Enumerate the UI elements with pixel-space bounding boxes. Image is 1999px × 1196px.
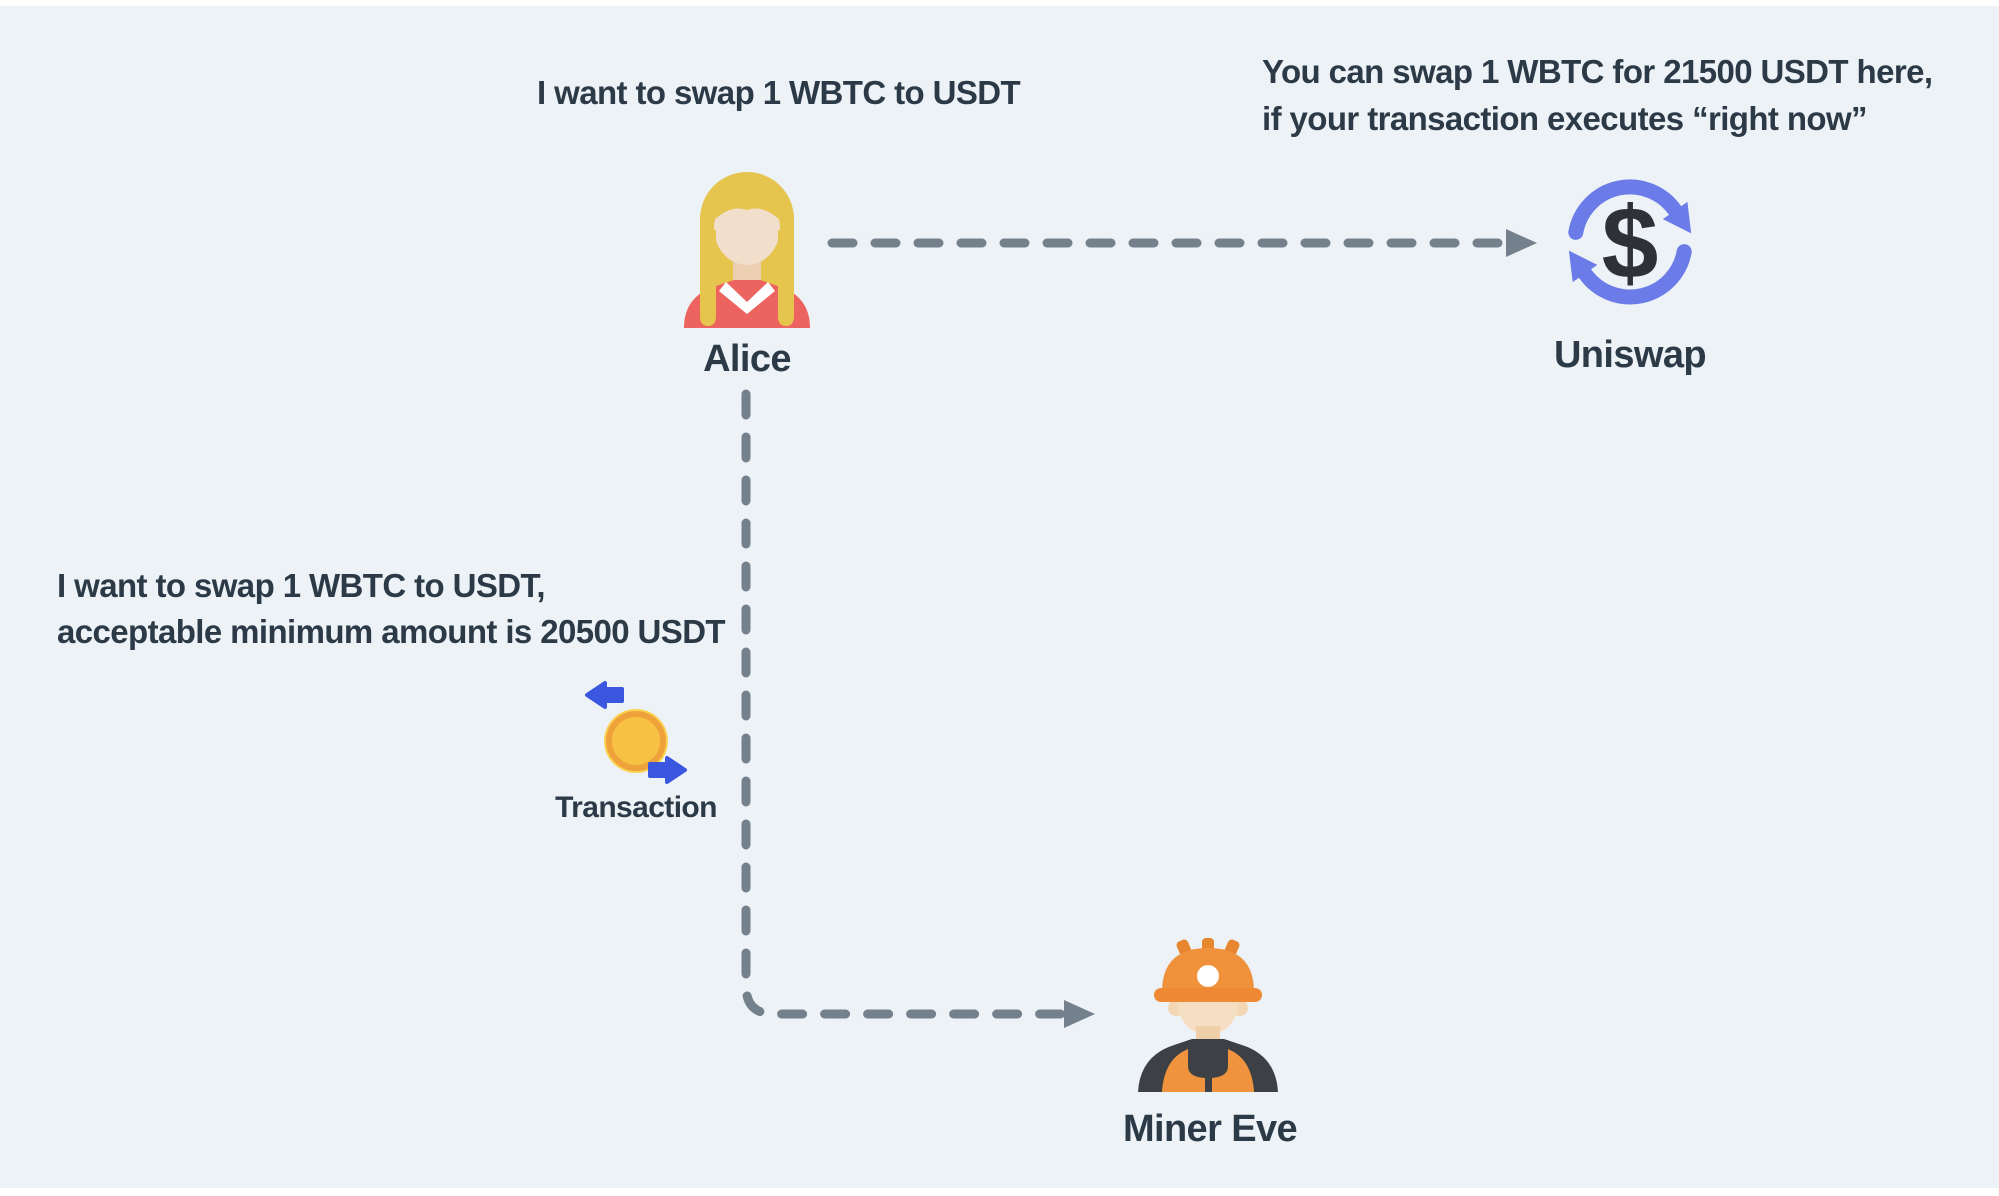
miner-eve-label: Miner Eve — [1122, 1108, 1298, 1150]
uniswap-quote-line2: if your transaction executes “right now” — [1262, 100, 1868, 137]
transaction-coin-icon — [585, 681, 687, 784]
top-edge-strip — [0, 0, 1999, 6]
bottom-edge-strip — [0, 1188, 1999, 1196]
alice-request-text: I want to swap 1 WBTC to USDT — [537, 74, 1021, 111]
alice-request-caption: I want to swap 1 WBTC to USDT — [537, 73, 1021, 113]
uniswap-node: $ Uniswap — [1552, 164, 1708, 376]
alice-avatar-icon — [684, 172, 810, 328]
transaction-intent-line1: I want to swap 1 WBTC to USDT, — [57, 567, 546, 604]
alice-label: Alice — [703, 338, 791, 380]
miner-eve-node: Miner Eve — [1123, 926, 1298, 1150]
uniswap-label: Uniswap — [1553, 334, 1707, 376]
transaction-label: Transaction — [555, 791, 717, 824]
transaction-intent-caption: I want to swap 1 WBTC to USDT, acceptabl… — [57, 563, 726, 655]
uniswap-swap-icon: $ — [1568, 179, 1692, 305]
transaction-node: Transaction — [555, 675, 717, 824]
alice-to-uniswap-arrow — [827, 229, 1537, 257]
alice-to-miner-arrow — [741, 389, 1095, 1028]
miner-avatar-icon — [1138, 938, 1278, 1092]
uniswap-quote-caption: You can swap 1 WBTC for 21500 USDT here,… — [1262, 48, 1933, 142]
transaction-intent-line2: acceptable minimum amount is 20500 USDT — [57, 613, 726, 650]
alice-node: Alice — [676, 168, 818, 380]
dollar-sign-glyph: $ — [1602, 186, 1659, 300]
uniswap-quote-line1: You can swap 1 WBTC for 21500 USDT here, — [1262, 53, 1933, 90]
